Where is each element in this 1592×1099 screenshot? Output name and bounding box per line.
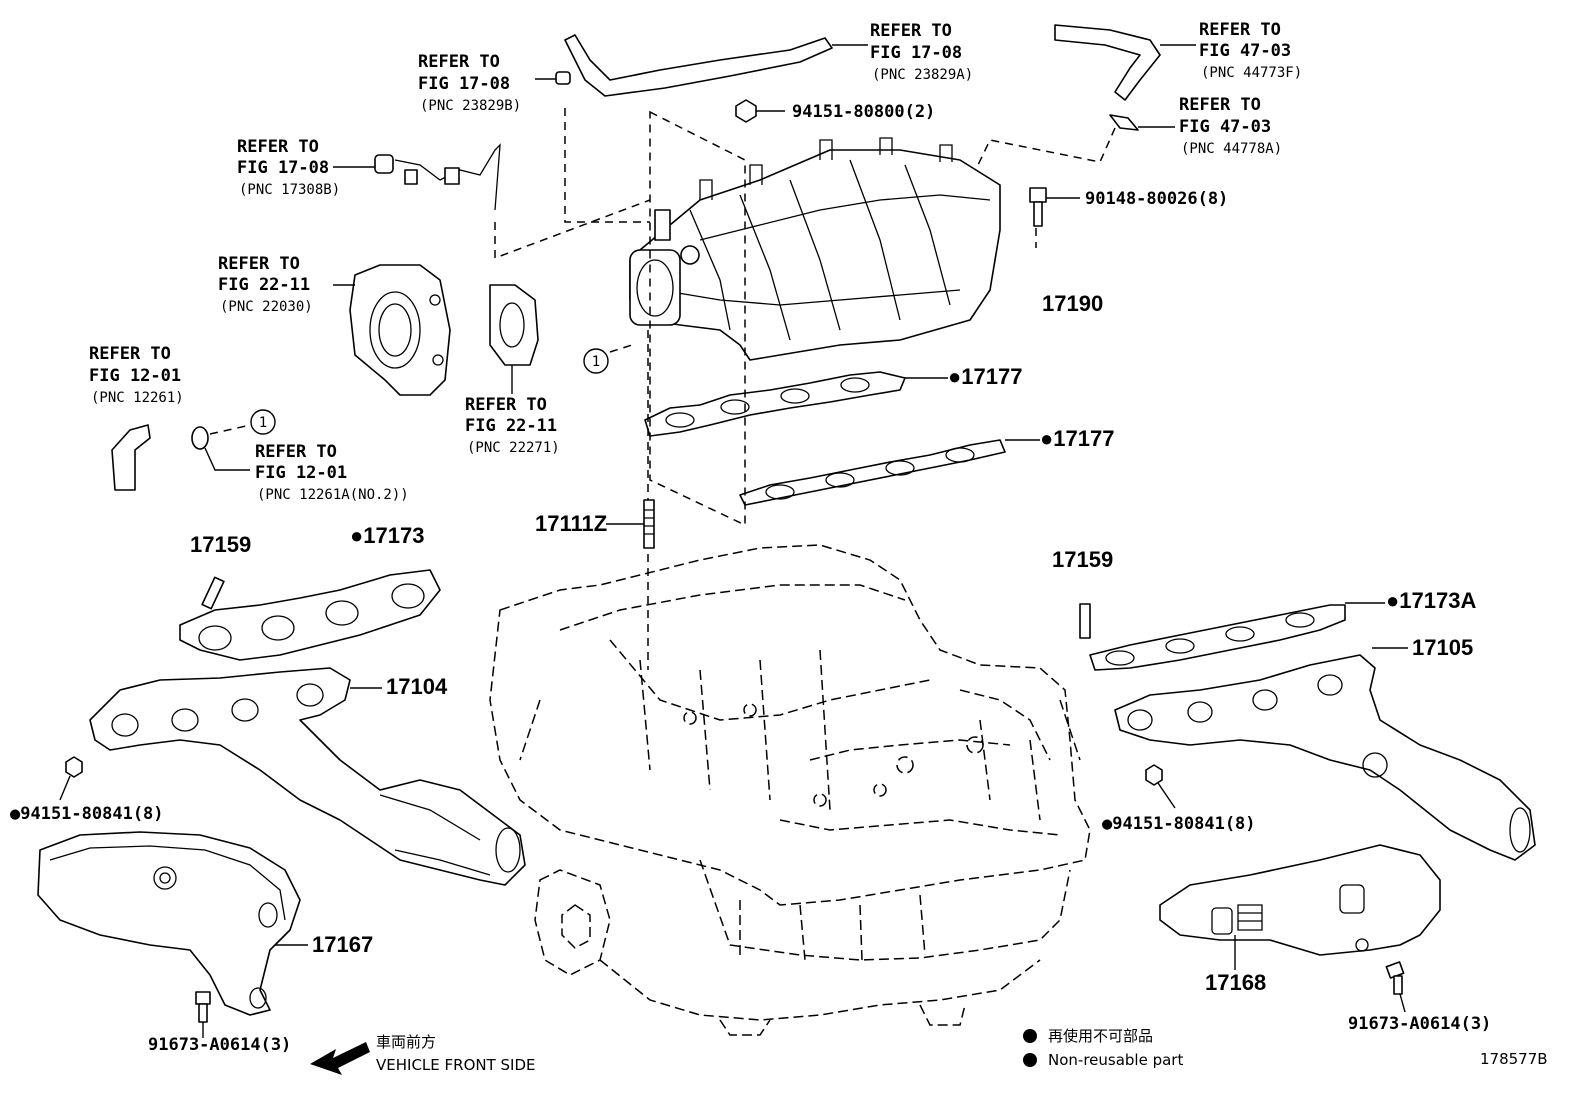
ref-12261-l1: REFER TO (89, 344, 171, 364)
label-17173A[interactable]: ●17173A (1386, 588, 1476, 613)
label-94151-80841-left[interactable]: ●94151-80841(8) (10, 804, 164, 824)
vehicle-front-arrow (310, 1042, 370, 1075)
hose-44773F[interactable] (1054, 24, 1196, 101)
exhaust-gasket-17173A[interactable] (1089, 602, 1385, 671)
ref-44778A-l2: FIG 47-03 (1179, 117, 1271, 137)
ref-23829B-l3: (PNC 23829B) (420, 98, 521, 114)
bolt-90148-80026[interactable] (1029, 187, 1080, 227)
nonreuse-jp: 再使用不可部品 (1048, 1027, 1153, 1045)
ref-12261A-l1: REFER TO (255, 442, 337, 462)
label-91673-right[interactable]: 91673-A0614(3) (1348, 1014, 1491, 1034)
label-17105[interactable]: 17105 (1412, 635, 1473, 660)
ref-23829B-l2: FIG 17-08 (418, 74, 510, 94)
nonreuse-en: Non-reusable part (1048, 1051, 1183, 1069)
intake-gasket-lower[interactable] (739, 439, 1040, 506)
callout-1-b: 1 (250, 409, 276, 435)
callout-1-a: 1 (583, 348, 609, 374)
wire-harness-17308B[interactable] (333, 143, 501, 211)
stud-17159-left[interactable] (201, 576, 225, 610)
figure-number: 178577B (1480, 1050, 1548, 1068)
label-17159-right[interactable]: 17159 (1052, 547, 1113, 572)
ref-17308B-l1: REFER TO (237, 137, 319, 157)
ref-44778A-l1: REFER TO (1179, 95, 1261, 115)
ref-44773F-l3: (PNC 44773F) (1201, 65, 1302, 81)
ref-22271-l1: REFER TO (465, 395, 547, 415)
intake-gasket-upper[interactable] (644, 371, 948, 437)
ref-23829B-l1: REFER TO (418, 52, 500, 72)
ref-17308B-l3: (PNC 17308B) (239, 182, 340, 198)
label-91673-left[interactable]: 91673-A0614(3) (148, 1035, 291, 1055)
bolt-91673-left[interactable] (195, 991, 211, 1038)
ref-44773F-l2: FIG 47-03 (1199, 41, 1291, 61)
label-17173[interactable]: ●17173 (350, 523, 424, 548)
engine-block (489, 544, 1091, 1036)
nut-94151-80800[interactable] (735, 99, 785, 123)
exhaust-manifold-17104[interactable] (89, 667, 526, 886)
ref-22030-l2: FIG 22-11 (218, 275, 310, 295)
ref-12261A-l3: (PNC 12261A(NO.2)) (257, 487, 409, 503)
ref-44773F-l1: REFER TO (1199, 20, 1281, 40)
heat-shield-17167[interactable] (37, 831, 308, 1016)
stud-17111Z[interactable] (606, 499, 655, 549)
ref-22271-l3: (PNC 22271) (467, 440, 560, 456)
intake-manifold[interactable] (629, 137, 1001, 361)
label-17111Z[interactable]: 17111Z (535, 511, 607, 536)
ref-23829A-l3: (PNC 23829A) (872, 67, 973, 83)
label-17159-left[interactable]: 17159 (190, 532, 251, 557)
exhaust-manifold-17105[interactable] (1114, 647, 1536, 861)
label-17168[interactable]: 17168 (1205, 970, 1266, 995)
label-17177-lower[interactable]: ●17177 (1040, 426, 1114, 451)
label-17190[interactable]: 17190 (1042, 291, 1103, 316)
ref-22030-l1: REFER TO (218, 254, 300, 274)
clip-44778A[interactable] (1109, 114, 1175, 131)
label-17167[interactable]: 17167 (312, 932, 373, 957)
ref-22271-l2: FIG 22-11 (465, 416, 557, 436)
bolt-91673-right[interactable] (1385, 961, 1406, 1013)
ref-22030-l3: (PNC 22030) (220, 299, 313, 315)
stud-17159-right[interactable] (1079, 603, 1091, 639)
throttle-gasket-22271[interactable] (489, 284, 539, 394)
front-side-en: VEHICLE FRONT SIDE (376, 1056, 536, 1074)
ref-23829A-l1: REFER TO (870, 21, 952, 41)
ref-17308B-l2: FIG 17-08 (237, 158, 329, 178)
svg-text:1: 1 (259, 415, 267, 431)
label-94151-80800[interactable]: 94151-80800(2) (792, 102, 935, 122)
ref-12261A-l2: FIG 12-01 (255, 463, 347, 483)
ref-12261-l2: FIG 12-01 (89, 366, 181, 386)
ref-12261-l3: (PNC 12261) (91, 390, 184, 406)
nonreuse-dot-jp (1023, 1029, 1037, 1043)
label-90148-80026[interactable]: 90148-80026(8) (1085, 189, 1228, 209)
heat-shield-17168[interactable] (1159, 844, 1441, 970)
svg-text:1: 1 (592, 354, 600, 370)
label-17104[interactable]: 17104 (386, 674, 448, 699)
nonreuse-dot-en (1023, 1053, 1037, 1067)
hose-23829A[interactable] (564, 34, 868, 97)
clip-23829B[interactable] (535, 71, 571, 85)
nut-94151-80841-left[interactable] (59, 756, 83, 801)
label-94151-80841-right[interactable]: ●94151-80841(8) (1102, 814, 1256, 834)
front-side-jp: 車両前方 (376, 1033, 436, 1051)
exhaust-gasket-17173[interactable] (179, 569, 441, 661)
clamp-12261A[interactable] (191, 426, 250, 471)
label-17177-upper[interactable]: ●17177 (948, 364, 1022, 389)
ref-44778A-l3: (PNC 44778A) (1181, 141, 1282, 157)
hose-12261[interactable] (111, 424, 151, 491)
ref-23829A-l2: FIG 17-08 (870, 43, 962, 63)
nut-94151-80841-right[interactable] (1145, 764, 1176, 809)
throttle-body-22030[interactable] (333, 264, 451, 396)
